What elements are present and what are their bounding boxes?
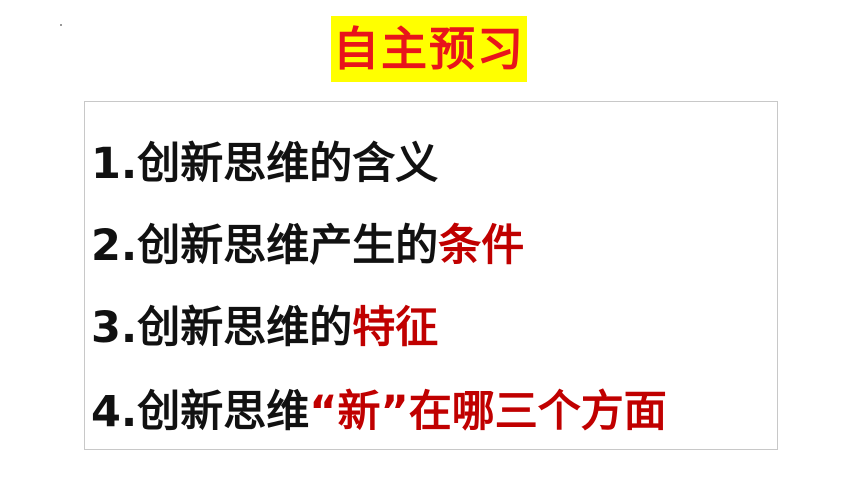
item-highlight: “新”在哪三个方面 bbox=[309, 387, 667, 437]
item-number: 4. bbox=[91, 387, 138, 437]
item-number: 1. bbox=[91, 139, 138, 189]
page-title: 自主预习 bbox=[333, 22, 525, 76]
list-item-2: 2.创新思维产生的条件 bbox=[91, 225, 524, 268]
item-number: 3. bbox=[91, 303, 138, 353]
item-highlight: 特征 bbox=[352, 303, 439, 353]
list-item-3: 3.创新思维的特征 bbox=[91, 307, 438, 350]
question-list-box: 1.创新思维的含义 2.创新思维产生的条件 3.创新思维的特征 4.创新思维“新… bbox=[84, 101, 778, 450]
list-item-1: 1.创新思维的含义 bbox=[91, 143, 438, 186]
item-text: 创新思维产生的 bbox=[137, 221, 439, 271]
item-highlight: 条件 bbox=[438, 221, 525, 271]
item-text: 创新思维 bbox=[137, 387, 310, 437]
title-banner: 自主预习 bbox=[331, 16, 527, 82]
item-text: 创新思维的 bbox=[137, 303, 353, 353]
list-item-4: 4.创新思维“新”在哪三个方面 bbox=[91, 391, 667, 434]
stray-dot bbox=[60, 24, 62, 26]
item-number: 2. bbox=[91, 221, 138, 271]
item-text: 创新思维的含义 bbox=[137, 139, 439, 189]
